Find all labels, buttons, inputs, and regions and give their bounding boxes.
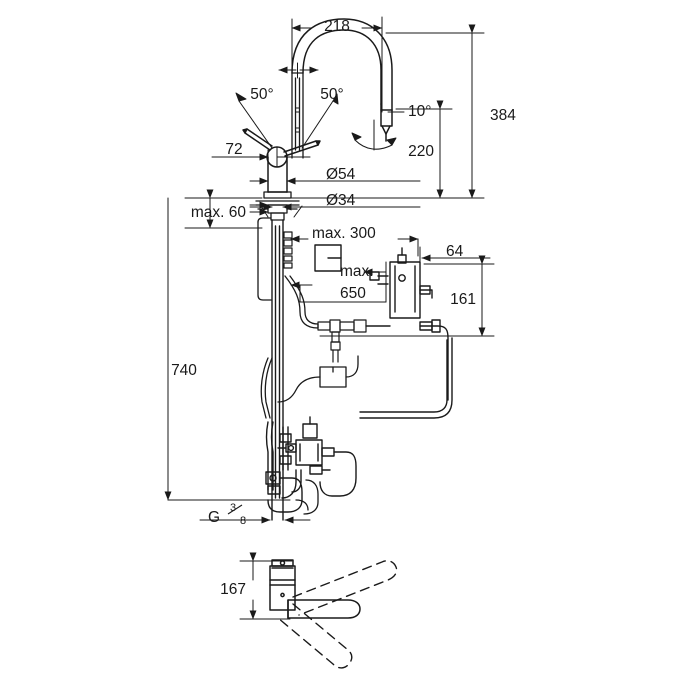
lower-hoses	[260, 357, 273, 419]
return-pipes	[295, 479, 319, 515]
hose-guide-bracket	[257, 217, 272, 301]
inline-fitting-a	[317, 319, 367, 363]
label-220: 220	[408, 143, 434, 160]
dim-161	[319, 255, 495, 337]
control-box	[314, 244, 342, 272]
label-72: 72	[225, 141, 242, 158]
label-167: 167	[220, 581, 246, 598]
dim-50deg-ticks	[278, 62, 319, 79]
lever-ghost-positions	[277, 560, 398, 669]
valve-assembly-upper	[365, 247, 449, 401]
bottom-tee-connector	[265, 471, 303, 521]
label-50deg-right: 50°	[320, 86, 343, 103]
lever-handle	[242, 128, 321, 157]
valve-assembly-lower	[265, 416, 357, 499]
dim-max650	[290, 261, 387, 303]
label-161: 161	[450, 291, 476, 308]
label-max60: max. 60	[191, 204, 247, 221]
label-218: 218	[324, 18, 350, 35]
deck-mounting-stack	[255, 191, 300, 221]
dim-50deg-left	[235, 92, 273, 149]
dimension-labels: 218 384 220 50° 50° 10° 72 Ø54 Ø34 max. …	[171, 18, 516, 598]
label-d34: Ø34	[326, 192, 356, 209]
label-g38-main: G	[208, 509, 220, 526]
dim-72	[211, 149, 311, 173]
label-max300: max. 300	[312, 225, 376, 242]
supply-pipe-right	[359, 337, 453, 419]
dim-220	[395, 100, 453, 199]
hose-weight	[277, 355, 359, 403]
label-384: 384	[490, 107, 516, 124]
label-max650-line1: max.	[340, 263, 374, 280]
dim-740	[164, 197, 291, 501]
lever-swing-detail-view	[239, 552, 398, 669]
label-10deg: 10°	[408, 103, 431, 120]
label-50deg-left: 50°	[250, 86, 273, 103]
dim-50deg-right	[301, 93, 339, 149]
label-g38: G 3 8	[208, 502, 246, 527]
faucet-column	[291, 72, 304, 159]
front-elevation-view	[242, 18, 453, 521]
dim-max60	[184, 189, 269, 229]
label-64: 64	[446, 243, 464, 260]
spout-gooseneck	[291, 18, 393, 111]
dim-384	[285, 24, 485, 199]
label-g38-numerator: 3	[230, 502, 236, 514]
spray-head	[380, 103, 393, 142]
label-max650-line2: 650	[340, 285, 366, 302]
shank-tube	[271, 219, 284, 501]
label-d54: Ø54	[326, 166, 356, 183]
dim-10deg	[351, 111, 405, 151]
label-g38-denominator: 8	[240, 515, 246, 527]
label-740: 740	[171, 362, 197, 379]
dim-max300	[290, 235, 419, 257]
dim-167	[239, 552, 293, 620]
dimension-lines	[164, 16, 495, 524]
hose-connector-sleeve	[283, 231, 293, 269]
